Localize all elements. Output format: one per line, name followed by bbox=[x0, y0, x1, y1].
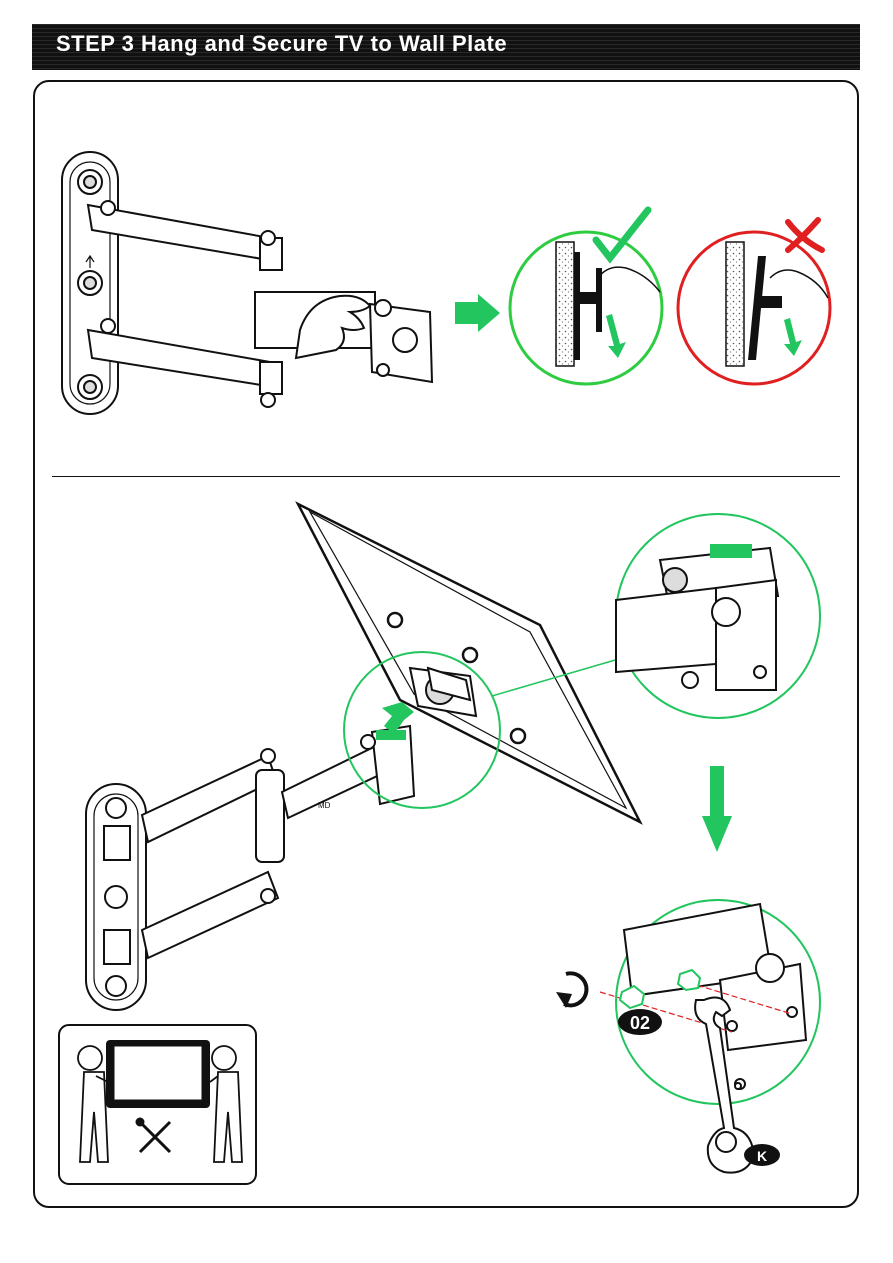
wall-bracket-bottom bbox=[86, 726, 414, 1010]
arrow-down-icon bbox=[702, 766, 732, 852]
svg-text:MD: MD bbox=[318, 801, 331, 810]
incorrect-hang-detail bbox=[678, 232, 830, 384]
bolt-quantity-badge: 02 bbox=[618, 1009, 662, 1035]
hook-zoom-detail bbox=[616, 514, 820, 718]
cross-icon bbox=[788, 220, 822, 250]
wall-bracket-top bbox=[62, 152, 432, 414]
brand-logo: MD bbox=[318, 801, 331, 810]
wrench-label: K bbox=[757, 1148, 767, 1164]
rotate-clockwise-icon bbox=[556, 973, 586, 1008]
correct-hang-detail bbox=[510, 232, 662, 384]
two-person-lift-inset bbox=[59, 1025, 256, 1184]
wrench-label-badge: K bbox=[744, 1144, 780, 1166]
bolt-quantity-label: 02 bbox=[630, 1013, 650, 1033]
arrow-right-icon bbox=[455, 294, 500, 332]
